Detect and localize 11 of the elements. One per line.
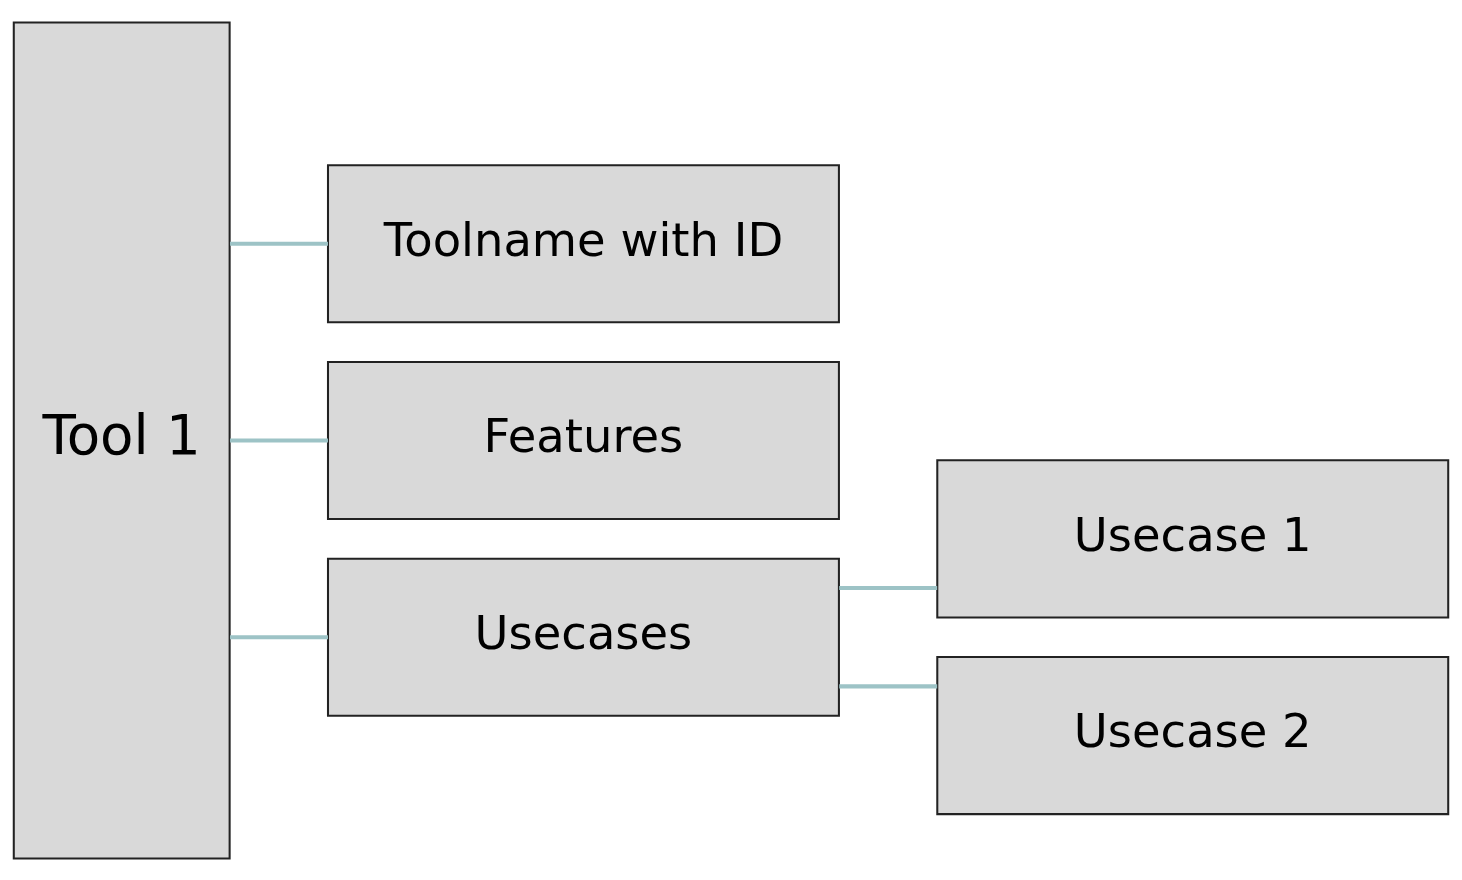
node-box: Usecases <box>326 557 840 717</box>
node-box: Toolname with ID <box>326 163 840 323</box>
connector <box>229 241 328 246</box>
connector <box>229 437 328 443</box>
node-box: Usecase 1 <box>936 458 1450 618</box>
connector <box>839 585 938 590</box>
node-box: Features <box>326 360 840 520</box>
connector <box>839 683 938 688</box>
connector <box>229 634 328 639</box>
node-box: Usecase 2 <box>936 655 1450 815</box>
node-box: Tool 1 <box>12 20 231 860</box>
